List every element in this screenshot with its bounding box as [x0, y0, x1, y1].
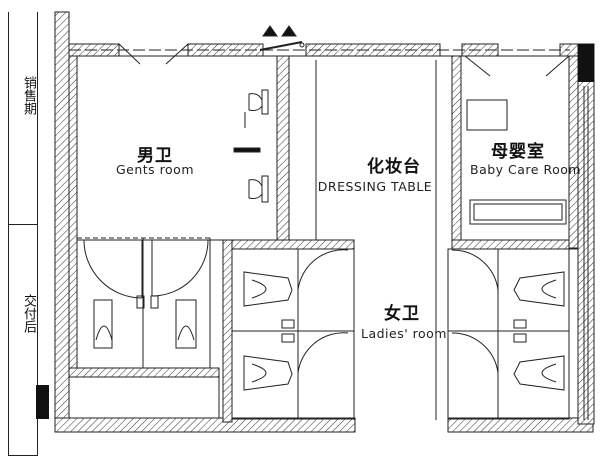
phase-sidebar: 销售期 交付后	[8, 12, 38, 456]
delivery-phase-label: 交付后	[21, 294, 36, 333]
gents-door-leaf-b	[165, 43, 189, 65]
baby-room-outline	[460, 55, 570, 241]
sidebar-divider	[9, 224, 37, 225]
dressing-subtitle: DRESSING TABLE	[317, 179, 433, 194]
baby-care-subtitle: Baby Care Room	[470, 162, 582, 177]
hand-dryer	[233, 147, 261, 153]
wall-ladies-left	[222, 239, 233, 423]
gents-room	[76, 43, 278, 368]
wall-gents-right	[276, 55, 290, 247]
ladies-room-title: 女卫	[384, 304, 420, 324]
tp-holder-1	[136, 295, 145, 309]
ladies-room-subtitle: Ladies' room	[361, 326, 447, 341]
stall-door-arc-2	[151, 239, 209, 297]
ladies-toilet-4	[513, 355, 565, 391]
wall-baby-left	[451, 55, 462, 249]
right-windows	[583, 86, 589, 420]
washbasin-2	[248, 179, 263, 199]
entrance	[259, 25, 305, 51]
toilet-1-tank	[93, 299, 113, 349]
baby-care-title: 母婴室	[491, 142, 545, 162]
column-right	[578, 44, 594, 82]
washbasin-1	[248, 93, 263, 111]
wall-service-top	[68, 367, 220, 378]
service-strip	[68, 376, 224, 419]
ladies-room	[231, 248, 570, 420]
toilet-1-bowl	[95, 325, 113, 341]
wall-baby-right	[568, 55, 579, 249]
ladies-toilet-1	[243, 271, 293, 307]
baby-care-room	[460, 55, 570, 241]
wall-bottom-right	[447, 417, 594, 433]
column-left	[36, 385, 49, 419]
gents-door-leaf-a	[118, 43, 141, 65]
ladies-right-outline	[447, 248, 570, 420]
stall-door-arc-1	[83, 239, 143, 299]
ladies-toilet-2	[243, 355, 293, 391]
wall-baby-bottom	[451, 239, 579, 250]
wall-bottom-left	[54, 417, 356, 433]
wall-gents-left	[68, 55, 78, 369]
gents-room-subtitle: Gents room	[115, 162, 195, 177]
sales-phase-label: 销售期	[21, 76, 36, 115]
ladies-left-outline	[231, 248, 355, 420]
changing-pad	[466, 99, 508, 131]
dressing-area	[289, 55, 452, 420]
wall-right-outer	[577, 43, 595, 425]
dressing-title: 化妆台	[367, 157, 421, 177]
baby-door-leaf	[464, 55, 491, 77]
washbasin-2-counter	[261, 175, 269, 203]
gents-room-outline	[76, 55, 278, 241]
toilet-2-bowl	[177, 325, 195, 341]
ladies-toilet-3	[513, 271, 565, 307]
wall-ladies-top	[231, 239, 355, 250]
walls	[54, 11, 595, 433]
baby-counter-inner	[473, 203, 563, 221]
washbasin-1-counter	[261, 89, 269, 115]
toilet-2-tank	[175, 299, 197, 349]
tp-holder-2	[150, 295, 159, 309]
baby-counter	[469, 199, 567, 225]
gents-room-title: 男卫	[137, 146, 173, 166]
wall-left-outer	[54, 11, 70, 431]
